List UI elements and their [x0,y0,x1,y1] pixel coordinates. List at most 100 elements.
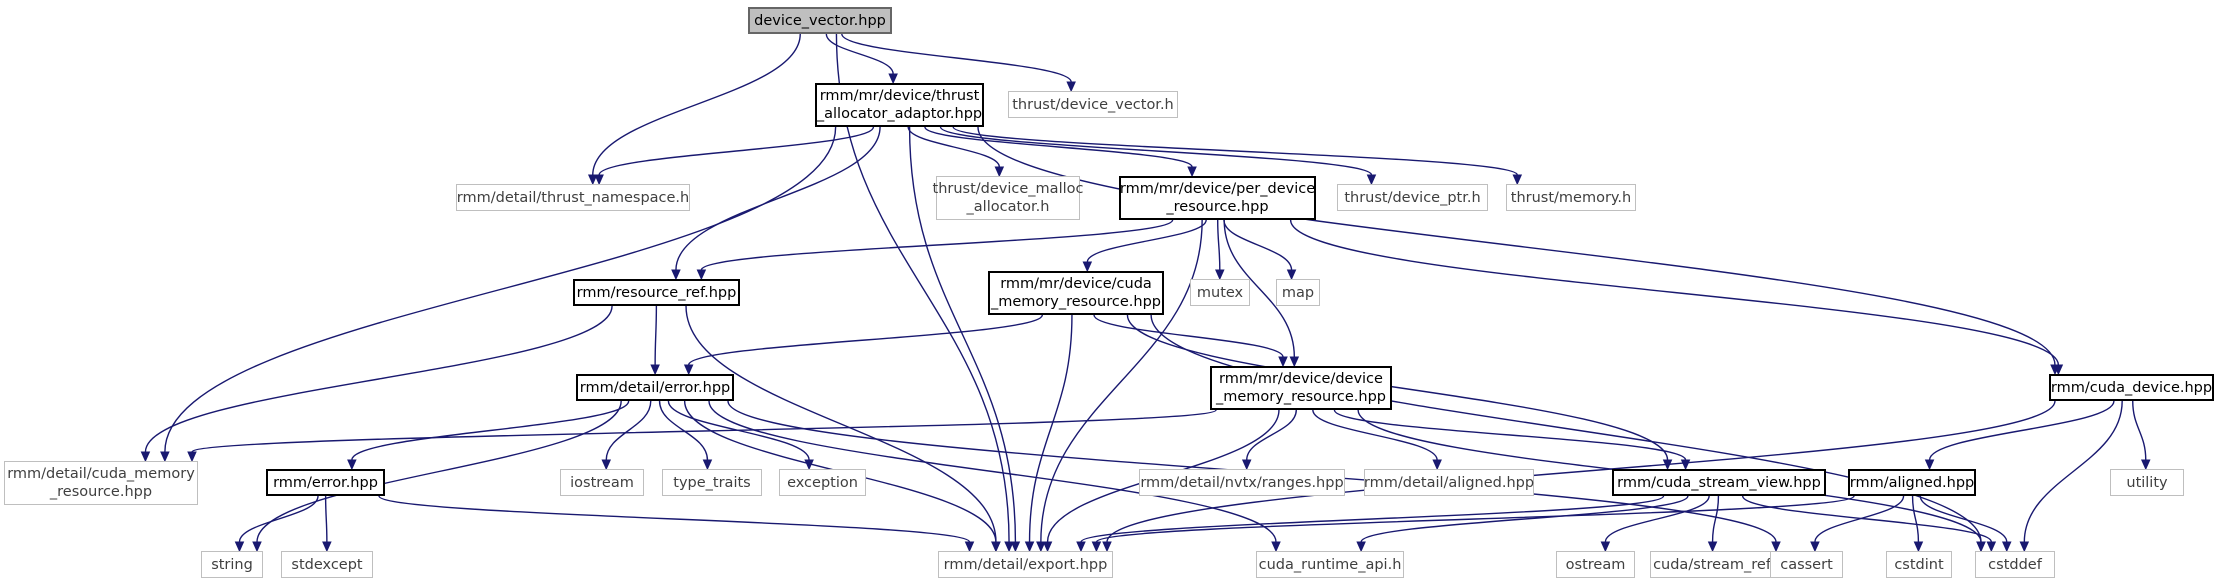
arrowhead [1076,541,1086,553]
edge-device-vector-to-thrust-namespace [592,33,801,176]
node-mutex: mutex [1190,279,1250,306]
node-export: rmm/detail/export.hpp [938,551,1113,578]
edge-error-detail-to-string [256,400,622,543]
edge-per-device-resource-to-cuda-device [1289,219,2060,366]
arrowhead [1771,541,1781,553]
edge-per-device-resource-to-export [1040,219,1203,543]
node-stdexcept: stdexcept [281,551,373,578]
arrowhead [2019,541,2030,553]
node-iostream: iostream [560,469,644,496]
arrowhead [1600,541,1611,553]
arrowhead [1102,541,1112,553]
arrowhead [1187,166,1197,178]
edge-resource-ref-to-detail-cuda-memory-resource [144,305,613,453]
arrowhead [1004,541,1014,553]
edge-rmm-aligned-to-export [1095,495,1855,543]
edge-rmm-aligned-to-cstddef [1919,495,2008,543]
edge-cuda-device-to-cstddef [2023,400,2123,543]
arrowhead [2140,459,2151,471]
edge-thrust-allocator-adaptor-to-per-device-resource [924,126,1193,168]
edge-error-detail-to-iostream [605,400,652,461]
edge-cuda-device-to-export [1106,400,2056,543]
edge-cuda-stream-view-to-cuda-runtime-api [1360,495,1689,543]
node-thrust-memory: thrust/memory.h [1506,184,1636,211]
node-cuda-device[interactable]: rmm/cuda_device.hpp [2049,374,2214,401]
arrowhead [964,541,975,553]
edge-thrust-allocator-adaptor-to-device-malloc-allocator [907,126,1001,168]
arrowhead [601,459,612,471]
node-device-memory-resource[interactable]: rmm/mr/device/device _memory_resource.hp… [1210,366,1392,410]
edge-thrust-allocator-adaptor-to-cuda-device [977,126,2056,366]
arrowhead [347,459,357,471]
arrowhead [888,73,898,85]
arrowhead [322,541,332,553]
node-detail-aligned: rmm/detail/aligned.hpp [1364,469,1534,496]
arrowhead [1036,541,1046,553]
node-map: map [1276,279,1320,306]
edge-cuda-device-to-rmm-aligned [1928,400,2115,461]
edge-per-device-resource-to-cuda-memory-resource [1086,219,1207,263]
edge-thrust-allocator-adaptor-to-export [908,126,1017,543]
arrowhead [2001,541,2012,553]
arrowhead [1432,459,1442,471]
node-cuda-runtime-api: cuda_runtime_api.h [1256,551,1404,578]
arrowhead [1215,269,1225,281]
node-device-vector[interactable]: device_vector.hpp [748,7,892,34]
edge-rmm-error-to-stdexcept [324,495,328,543]
arrowhead [1278,356,1288,368]
arrowhead [1066,81,1076,93]
arrowhead [594,174,604,186]
node-cassert: cassert [1770,551,1843,578]
arrowhead [1042,541,1053,553]
node-rmm-aligned[interactable]: rmm/aligned.hpp [1848,469,1976,496]
arrowhead [1924,459,1935,471]
edge-device-memory-resource-to-cuda-stream-view [1333,409,1687,461]
arrowhead [140,451,151,463]
edge-rmm-aligned-to-cstdint [1911,495,1920,543]
node-utility: utility [2110,469,2184,496]
arrowhead [696,269,707,281]
edge-rmm-error-to-export [378,495,971,543]
edge-thrust-allocator-adaptor-to-device-ptr [939,126,1373,176]
node-cuda-memory-resource[interactable]: rmm/mr/device/cuda _memory_resource.hpp [988,271,1164,315]
node-thrust-namespace: rmm/detail/thrust_namespace.h [456,184,690,211]
edge-device-memory-resource-to-detail-cuda-memory-resource [191,409,1217,453]
node-cstddef: cstddef [1975,551,2055,578]
edge-per-device-resource-to-device-memory-resource [1223,219,1296,358]
edge-cuda-memory-resource-to-cuda-stream-view [1126,314,1669,461]
node-per-device-resource[interactable]: rmm/mr/device/per_device _resource.hpp [1119,176,1316,220]
node-nvtx-ranges: rmm/detail/nvtx/ranges.hpp [1139,469,1345,496]
arrowhead [1680,459,1691,471]
arrowhead [1986,541,1997,553]
edge-cuda-device-to-utility [2132,400,2147,461]
edge-error-detail-to-cuda-runtime-api [708,400,1277,543]
arrowhead [252,541,262,553]
node-ostream: ostream [1556,551,1635,578]
edge-device-vector-to-thrust-allocator-adaptor [825,33,894,75]
edge-cuda-stream-view-to-ostream [1604,495,1710,543]
arrowhead [1024,541,1035,553]
edge-thrust-allocator-adaptor-to-detail-cuda-memory-resource [164,126,837,453]
edge-cuda-memory-resource-to-cstddef [1150,314,1982,543]
arrowhead [1082,261,1093,273]
arrowhead [1707,541,1718,553]
node-device-malloc-allocator: thrust/device_malloc _allocator.h [933,176,1083,220]
arrowhead [702,459,713,471]
node-resource-ref[interactable]: rmm/resource_ref.hpp [573,279,740,306]
node-cuda-stream-view[interactable]: rmm/cuda_stream_view.hpp [1612,469,1826,496]
node-rmm-error[interactable]: rmm/error.hpp [266,469,385,496]
edge-per-device-resource-to-map [1223,219,1293,271]
edge-resource-ref-to-error-detail [654,305,658,366]
edge-cuda-memory-resource-to-device-memory-resource [1093,314,1284,358]
arrowhead [650,364,660,376]
arrowhead [1241,459,1252,471]
edge-thrust-allocator-adaptor-to-thrust-namespace [598,126,875,176]
node-error-detail[interactable]: rmm/detail/error.hpp [576,374,734,401]
node-thrust-allocator-adaptor[interactable]: rmm/mr/device/thrust _allocator_adaptor.… [815,83,984,127]
arrowhead [587,174,598,186]
edge-per-device-resource-to-resource-ref [700,219,1174,271]
edge-error-detail-to-rmm-error [351,400,630,461]
edge-thrust-allocator-adaptor-to-resource-ref [675,126,881,271]
edge-cuda-stream-view-to-stream-ref [1711,495,1720,543]
arrowhead [1512,174,1523,186]
